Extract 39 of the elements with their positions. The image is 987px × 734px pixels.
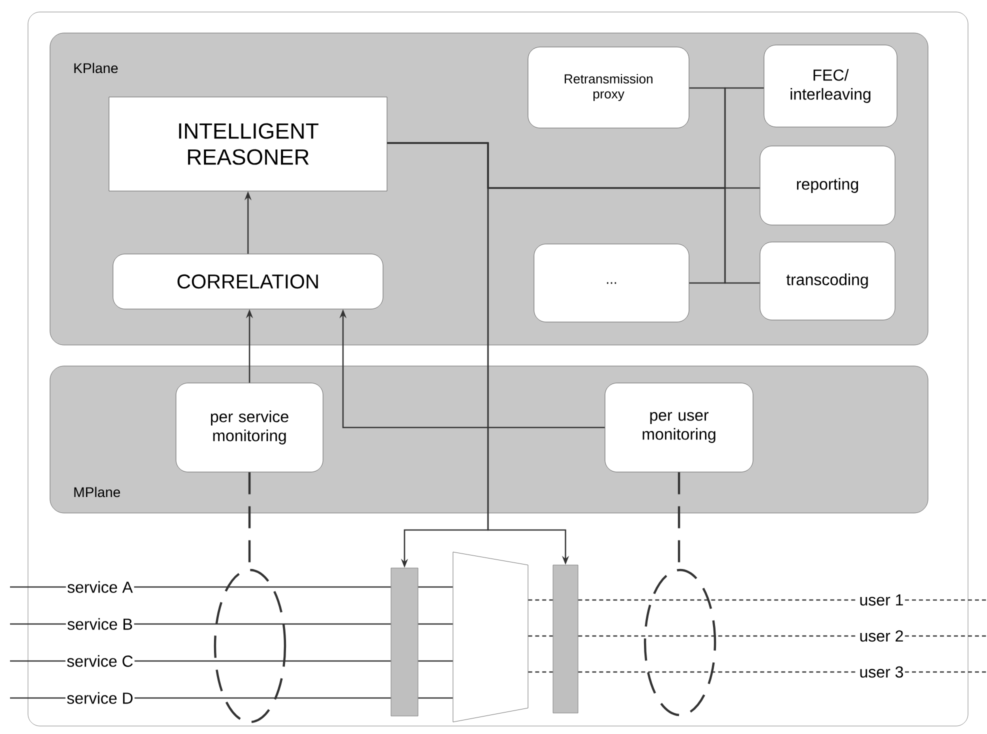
monitor-box: per service monitoring — [176, 382, 324, 472]
connector-line — [528, 635, 553, 637]
service-label: service B — [66, 614, 134, 634]
connector-line — [10, 660, 66, 662]
user-label: user 2 — [858, 626, 905, 646]
process-box: CORRELATION — [112, 254, 384, 310]
process-box: reporting — [760, 146, 896, 226]
monitoring-tap — [644, 471, 716, 716]
connector-line — [904, 635, 987, 637]
connector-line — [904, 671, 987, 673]
connector-line — [10, 697, 66, 699]
connector-line — [134, 660, 391, 662]
buffer-bar — [552, 564, 578, 714]
service-label: service A — [66, 577, 134, 597]
process-box: Retransmission proxy — [528, 46, 690, 128]
buffer-bar — [390, 568, 418, 716]
connector-line — [134, 623, 391, 625]
process-box: ... — [534, 244, 690, 322]
connector-line — [528, 671, 553, 673]
monitoring-tap — [214, 471, 286, 724]
connector-line — [418, 623, 453, 625]
monitor-box: per user monitoring — [604, 382, 754, 472]
connector-line — [904, 599, 987, 601]
reasoner-box: INTELLIGENT REASONER — [108, 96, 388, 192]
service-label: service C — [66, 651, 134, 671]
multiplexer — [452, 552, 528, 722]
connector-line — [528, 599, 553, 601]
user-label: user 1 — [858, 590, 905, 610]
process-box: transcoding — [760, 242, 896, 320]
connector-line — [418, 586, 453, 588]
connector-line — [10, 586, 66, 588]
user-label: user 3 — [858, 662, 905, 682]
connector-line — [10, 623, 66, 625]
service-label: service D — [66, 688, 134, 708]
connector-line — [134, 586, 391, 588]
connector-line — [134, 697, 391, 699]
connector-line — [418, 660, 453, 662]
connector-line — [418, 697, 453, 699]
process-box: FEC/ interleaving — [764, 44, 898, 128]
